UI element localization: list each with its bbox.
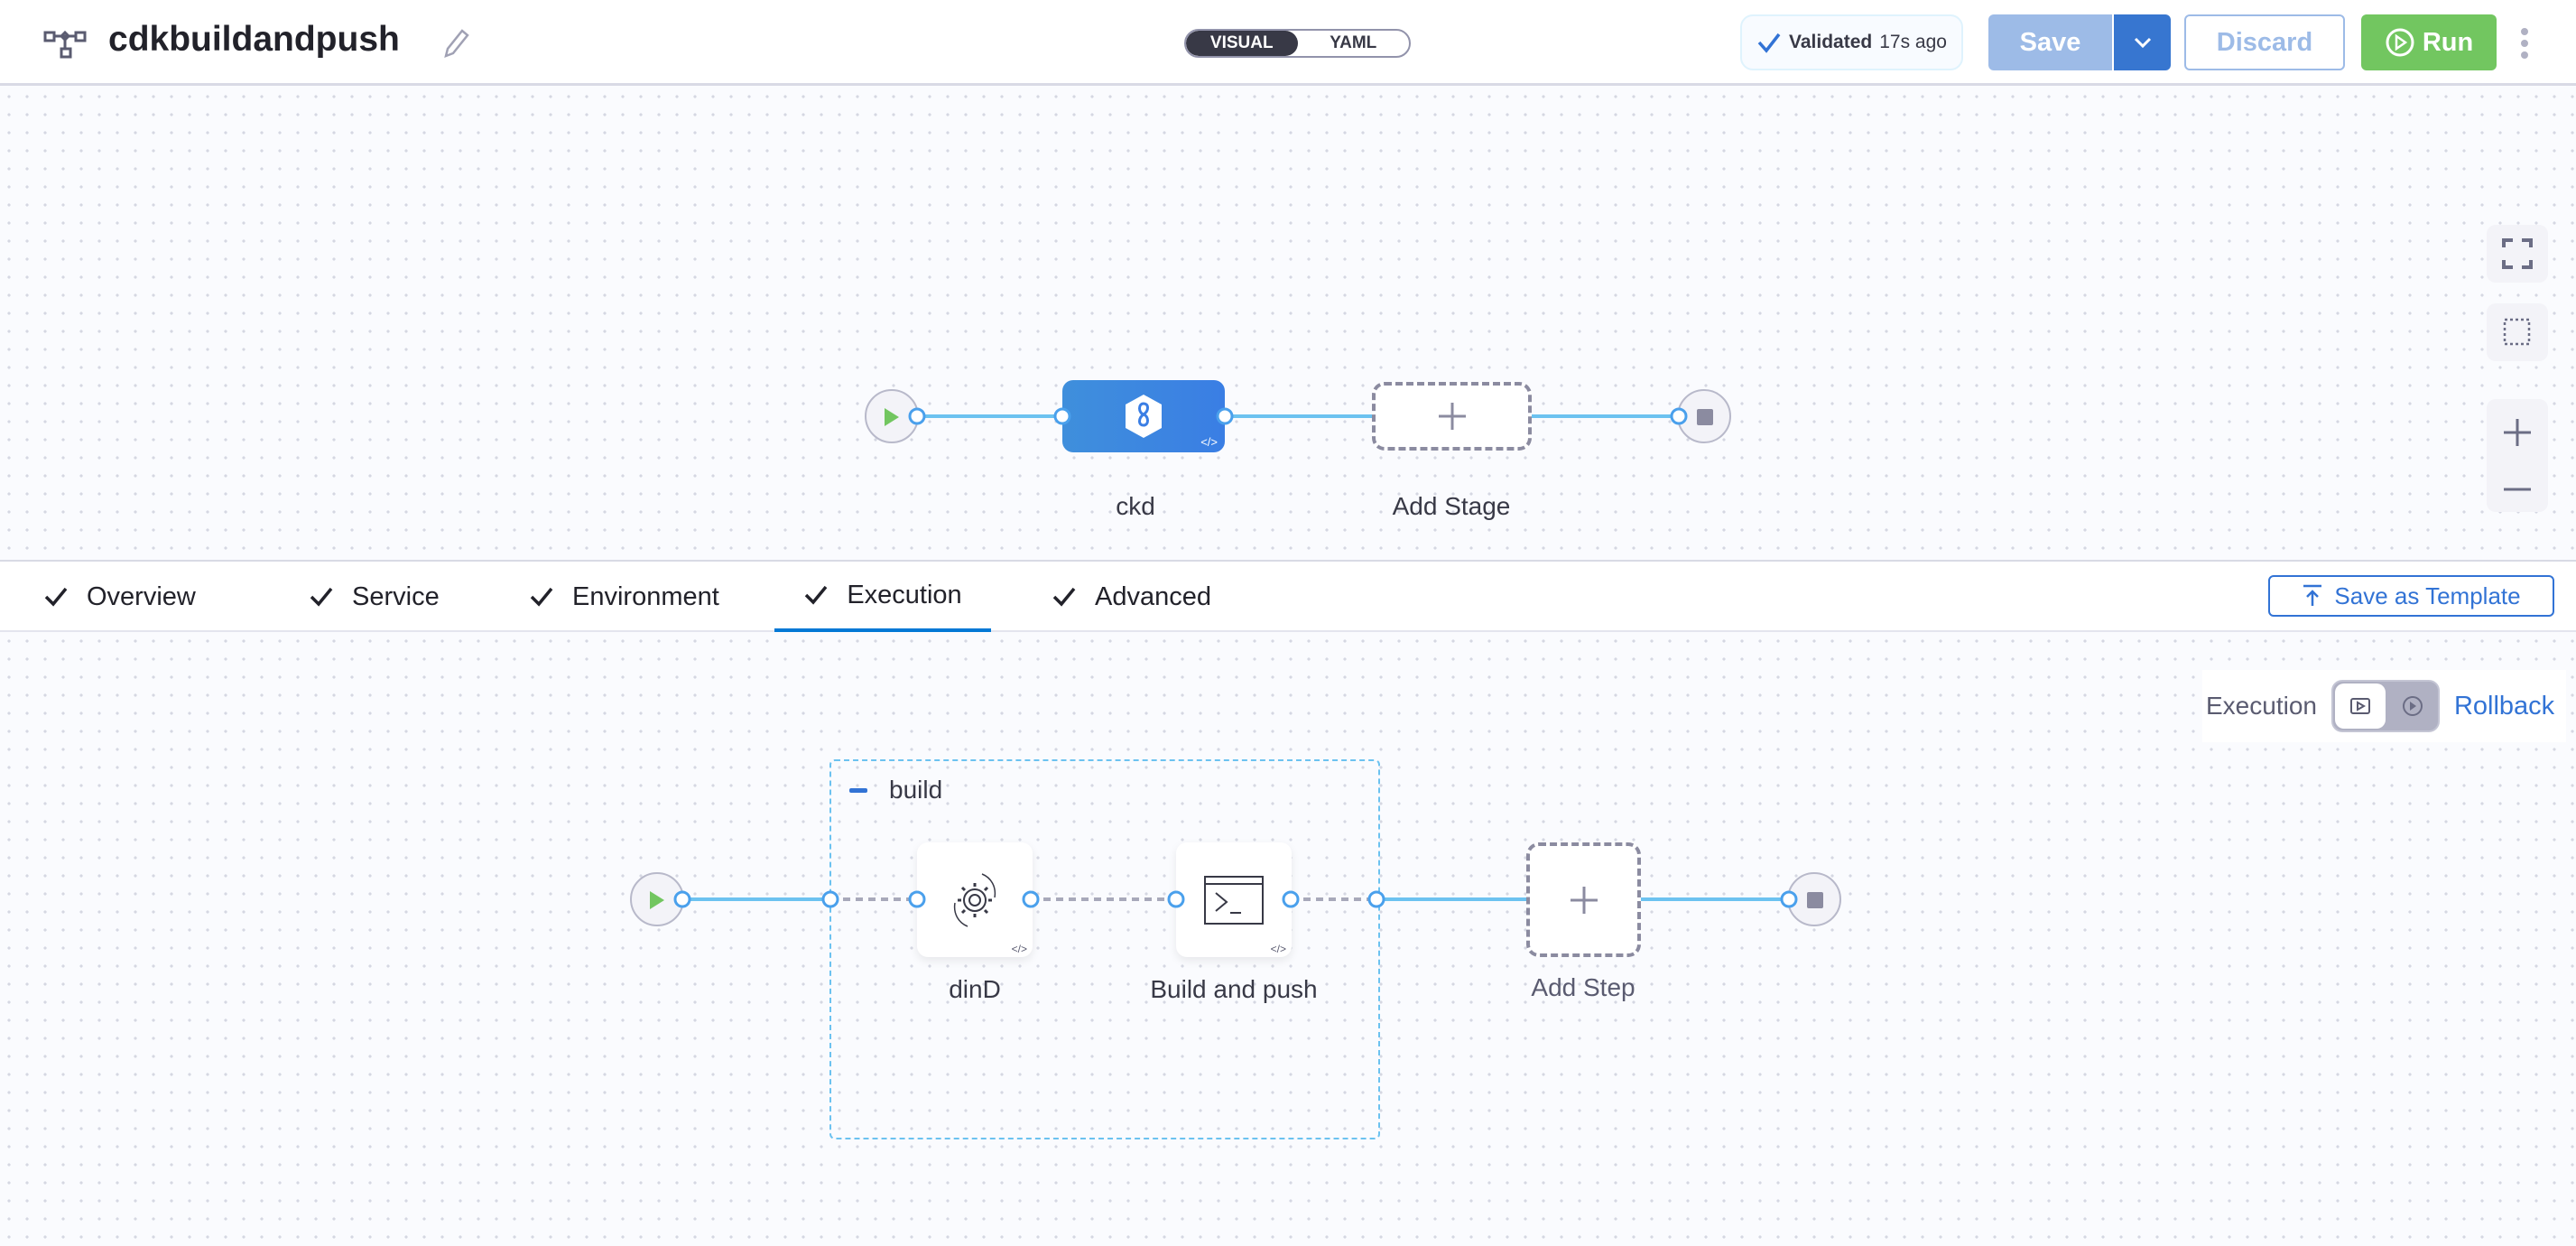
marquee-select-icon: [2503, 318, 2531, 346]
run-button[interactable]: Run: [2361, 14, 2497, 70]
plus-icon: [1438, 403, 1466, 430]
play-icon: [650, 891, 664, 909]
execution-mode-label: Execution: [2206, 692, 2317, 720]
add-stage-button[interactable]: [1372, 382, 1532, 451]
pipeline-canvas[interactable]: </> ckd Add Stage: [0, 88, 2576, 560]
tab-overview[interactable]: Overview: [43, 562, 196, 632]
deploy-stage-icon: [1126, 395, 1162, 438]
tab-service[interactable]: Service: [309, 562, 440, 632]
stop-icon: [1807, 892, 1823, 908]
execution-rollback-switch: Execution Rollback: [2202, 670, 2566, 742]
save-options-dropdown[interactable]: [2112, 14, 2171, 70]
add-step-button[interactable]: [1526, 842, 1641, 957]
gear-cycle-icon: [953, 872, 996, 927]
step-group-build[interactable]: build: [829, 759, 1380, 1139]
yaml-toggle-option[interactable]: YAML: [1330, 33, 1377, 52]
zoom-out-icon[interactable]: [2502, 485, 2533, 494]
tab-label: Advanced: [1095, 581, 1211, 611]
plus-icon: [1570, 886, 1598, 914]
check-icon: [805, 585, 828, 605]
execution-canvas[interactable]: Execution Rollback build </> </> dinD Bu…: [0, 632, 2576, 1246]
stage-label: ckd: [1116, 492, 1155, 520]
rollback-icon[interactable]: [2402, 694, 2425, 718]
step-label: dinD: [949, 975, 1001, 1003]
chevron-down-icon: [2134, 37, 2151, 49]
edit-pencil-icon[interactable]: [440, 27, 471, 60]
more-options-icon[interactable]: [2518, 27, 2531, 60]
save-button[interactable]: Save: [1988, 14, 2112, 70]
code-icon: </>: [1270, 943, 1286, 955]
select-area-button[interactable]: [2487, 303, 2548, 361]
tab-advanced[interactable]: Advanced: [1052, 562, 1211, 632]
code-icon: </>: [1011, 943, 1027, 955]
zoom-controls: [2487, 399, 2548, 512]
collapse-group-icon[interactable]: [849, 788, 867, 793]
tab-label: Service: [352, 581, 440, 611]
tab-execution[interactable]: Execution: [774, 562, 991, 632]
play-icon: [885, 408, 899, 426]
step-ports: [673, 890, 1798, 908]
step-group-name: build: [889, 776, 943, 804]
pipeline-connectors: [917, 414, 1679, 418]
execution-rollback-toggle[interactable]: [2330, 680, 2440, 732]
fit-to-screen-button[interactable]: [2487, 225, 2548, 283]
pipeline-icon: [43, 30, 87, 59]
rollback-link[interactable]: Rollback: [2453, 691, 2555, 721]
visual-toggle-option[interactable]: VISUAL: [1186, 31, 1298, 56]
fullscreen-icon: [2502, 238, 2533, 269]
tab-label: Overview: [87, 581, 196, 611]
check-icon: [310, 587, 333, 607]
validation-time: 17s ago: [1879, 32, 1947, 52]
tab-environment[interactable]: Environment: [529, 562, 719, 632]
validation-badge[interactable]: Validated 17s ago: [1740, 14, 1963, 70]
discard-button[interactable]: Discard: [2184, 14, 2345, 70]
tab-label: Execution: [847, 580, 962, 609]
execution-play-icon: [2349, 698, 2370, 714]
check-icon: [44, 587, 68, 607]
connector-ports: [908, 407, 1688, 425]
view-toggle[interactable]: VISUAL YAML: [1184, 29, 1411, 58]
check-icon: [530, 587, 553, 607]
run-label: Run: [2422, 27, 2474, 57]
validation-label: Validated: [1789, 32, 1873, 52]
header: cdkbuildandpush VISUAL YAML Validated 17…: [0, 0, 2576, 86]
stop-icon: [1697, 409, 1713, 425]
save-template-label: Save as Template: [2334, 581, 2521, 609]
play-circle-icon: [2386, 28, 2414, 57]
tab-label: Environment: [572, 581, 719, 611]
check-icon: [1757, 33, 1781, 53]
stage-ckd[interactable]: </>: [1062, 380, 1225, 452]
step-dind[interactable]: </>: [917, 842, 1033, 957]
check-icon: [1052, 587, 1076, 607]
terminal-icon: [1204, 875, 1264, 925]
add-step-label: Add Step: [1531, 973, 1635, 1001]
code-icon: </>: [1200, 435, 1218, 449]
add-stage-label: Add Stage: [1392, 492, 1511, 520]
stage-tabs: Overview Service Environment Execution A…: [0, 560, 2576, 632]
pipeline-name: cdkbuildandpush: [108, 20, 400, 59]
upload-template-icon: [2303, 584, 2322, 606]
step-label: Build and push: [1150, 975, 1318, 1003]
step-build-and-push[interactable]: </>: [1176, 842, 1292, 957]
zoom-in-icon[interactable]: [2502, 417, 2533, 448]
step-connectors: [682, 897, 1789, 901]
save-as-template-button[interactable]: Save as Template: [2268, 575, 2554, 617]
execution-option[interactable]: [2334, 683, 2386, 729]
